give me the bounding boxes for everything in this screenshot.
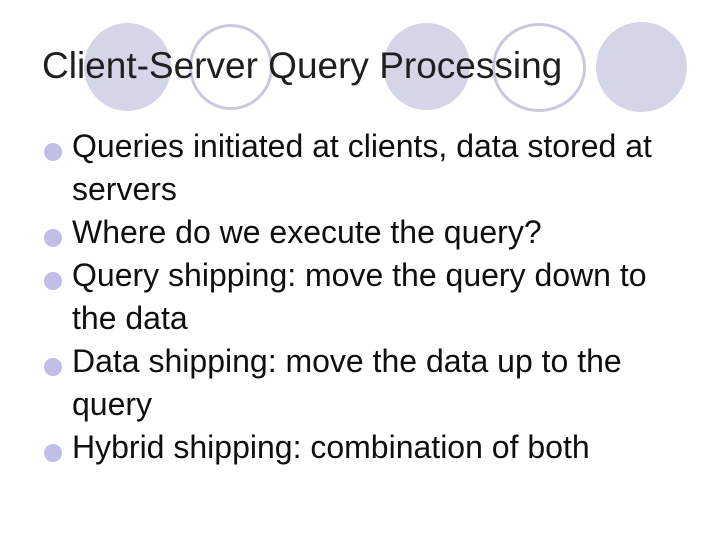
decorative-circle-filled: [596, 22, 687, 112]
decorative-circle-filled: [383, 23, 470, 110]
bullet-icon: [44, 229, 62, 247]
bullet-item: Data shipping: move the data up to the q…: [44, 340, 672, 426]
bullet-text: Query shipping: move the query down to t…: [72, 257, 647, 336]
slide-title: Client-Server Query Processing: [42, 45, 563, 86]
decorative-circle-outlined: [189, 24, 273, 110]
bullet-list: Queries initiated at clients, data store…: [44, 125, 672, 469]
bullet-icon: [44, 143, 62, 161]
decorative-circle-filled: [84, 23, 171, 111]
bullet-item: Query shipping: move the query down to t…: [44, 254, 672, 340]
bullet-text: Queries initiated at clients, data store…: [72, 128, 652, 207]
bullet-icon: [44, 444, 62, 462]
bullet-item: Queries initiated at clients, data store…: [44, 125, 672, 211]
bullet-item: Where do we execute the query?: [44, 211, 672, 254]
bullet-text: Data shipping: move the data up to the q…: [72, 343, 622, 422]
bullet-text: Hybrid shipping: combination of both: [72, 429, 590, 465]
decorative-circle-outlined: [492, 23, 586, 112]
bullet-icon: [44, 358, 62, 376]
bullet-item: Hybrid shipping: combination of both: [44, 426, 672, 469]
bullet-text: Where do we execute the query?: [72, 214, 542, 250]
bullet-icon: [44, 272, 62, 290]
